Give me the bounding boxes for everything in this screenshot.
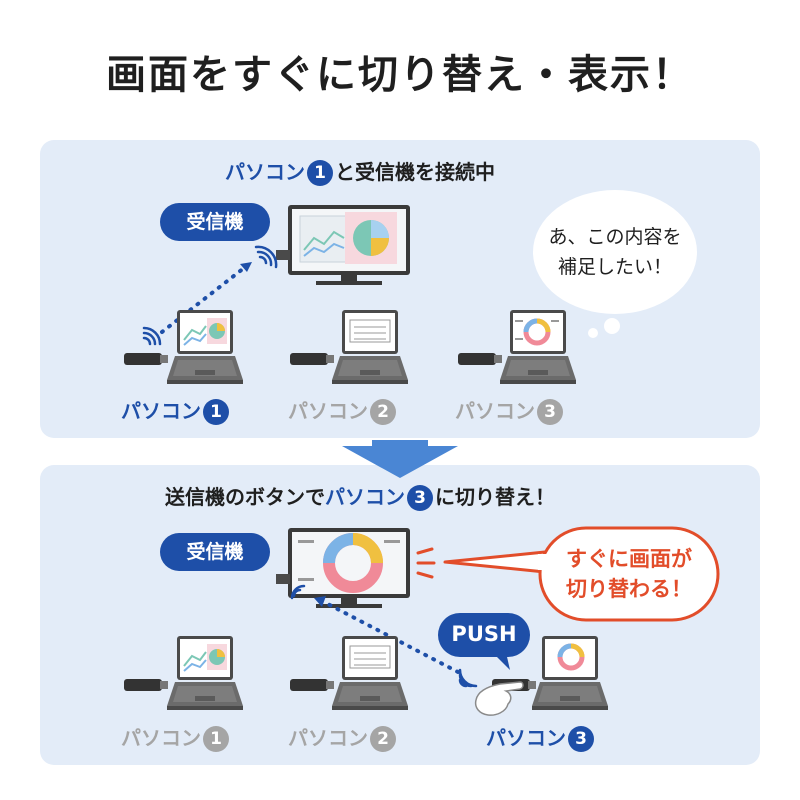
panel1-title-num-badge: 1	[307, 160, 333, 186]
transmitter-2-panel2	[290, 679, 334, 691]
callout-line-2: 切り替わる！	[566, 577, 692, 601]
transmitter-signal-icon-3	[458, 668, 478, 688]
panel2-title-pc: パソコン	[325, 485, 405, 509]
switch-emphasis-lines	[416, 547, 436, 579]
laptop-1-panel2	[167, 636, 243, 710]
pc-label-3-num: 3	[537, 399, 563, 425]
thought-bubble-text: あ、この内容を 補足したい！	[533, 222, 697, 282]
transmitter-3	[458, 353, 502, 365]
push-label: PUSH	[451, 622, 517, 646]
wireless-link-1	[160, 266, 246, 334]
pc-label-3-text: パソコン	[455, 399, 535, 423]
receiver-signal-icon	[254, 245, 278, 269]
pc2-label-3-text: パソコン	[486, 726, 566, 750]
pc2-label-1-num: 1	[203, 726, 229, 752]
transmitter-1-panel2	[124, 679, 168, 691]
panel1-title-pc: パソコン	[225, 160, 305, 184]
transmitter-signal-icon	[142, 326, 162, 346]
switch-callout-text: すぐに画面が 切り替わる！	[540, 544, 718, 604]
receiver-pill-2: 受信機	[160, 533, 270, 571]
monitor-2	[276, 528, 410, 608]
pc2-label-3-num: 3	[568, 726, 594, 752]
receiver-signal-icon-2	[290, 584, 306, 600]
switch-callout	[443, 526, 720, 622]
monitor-1	[276, 205, 410, 285]
callout-line-1: すぐに画面が	[566, 547, 692, 571]
receiver-pill: 受信機	[160, 203, 270, 241]
wireless-link-3	[322, 600, 460, 674]
panel2-title-prefix: 送信機のボタンで	[165, 485, 325, 509]
pointing-hand-icon	[474, 681, 524, 716]
pc2-label-2-text: パソコン	[288, 726, 368, 750]
pc2-label-1-text: パソコン	[121, 726, 201, 750]
thought-line-1: あ、この内容を	[548, 226, 682, 248]
panel2-title-suffix: に切り替え！	[435, 485, 555, 509]
panel1-title-suffix: と受信機を接続中	[335, 160, 495, 184]
pc-label-2-num: 2	[370, 399, 396, 425]
push-bubble	[438, 613, 530, 670]
pc2-label-2-num: 2	[370, 726, 396, 752]
transmitter-2	[290, 353, 334, 365]
pc-label-1-num: 1	[203, 399, 229, 425]
thought-bubble	[533, 190, 697, 338]
pc-label-2-text: パソコン	[288, 399, 368, 423]
transmitter-1	[124, 353, 168, 365]
pc-label-1-text: パソコン	[121, 399, 201, 423]
panel2-title-num-badge: 3	[407, 485, 433, 511]
thought-line-2: 補足したい！	[557, 256, 672, 278]
page-headline: 画面をすぐに切り替え・表示！	[106, 52, 694, 98]
down-arrow-icon	[342, 440, 458, 478]
